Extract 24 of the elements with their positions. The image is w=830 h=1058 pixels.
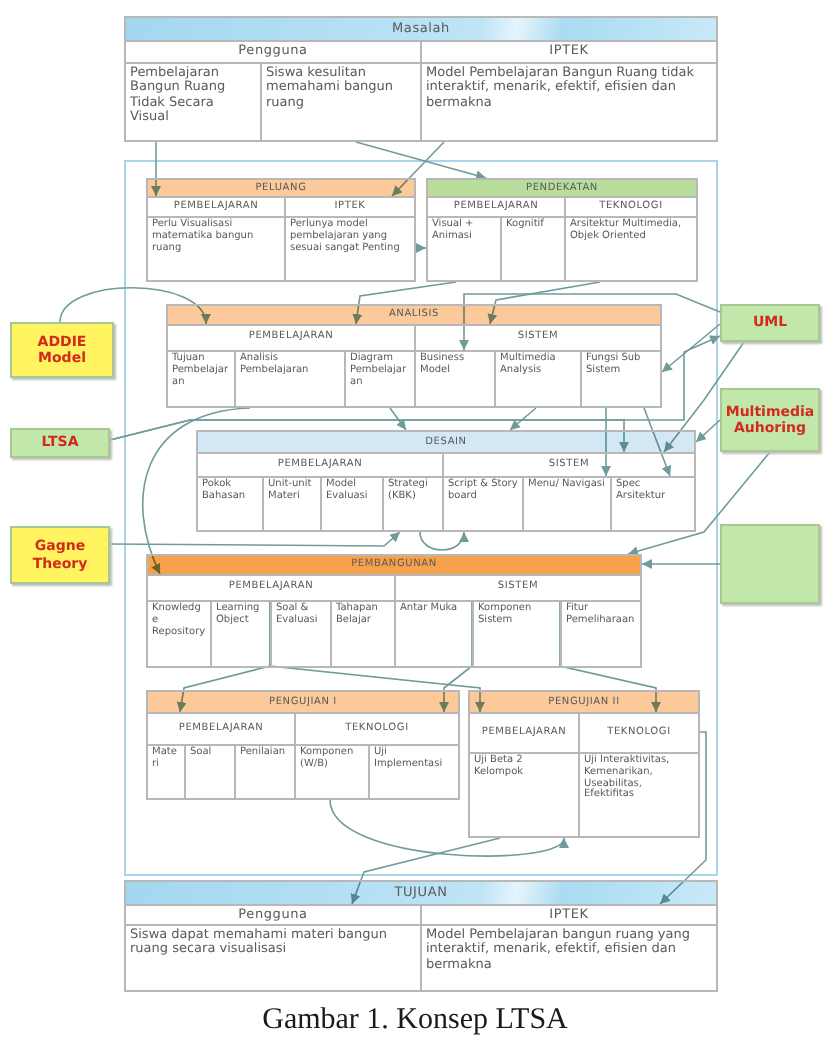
arrow (695, 419, 721, 443)
stage-table (426, 178, 698, 282)
stage-table (146, 690, 460, 800)
arrow (109, 335, 721, 441)
empty-panel (720, 524, 820, 604)
arrow (109, 531, 401, 547)
stage-table (146, 554, 642, 668)
figure-caption: Gambar 1. Konsep LTSA (260, 1004, 570, 1038)
arrow (419, 531, 468, 551)
stage-table (468, 690, 700, 838)
arrow (415, 243, 427, 253)
arrow (641, 559, 721, 569)
arrow (509, 407, 537, 431)
stage-table (166, 304, 662, 408)
stage-table (146, 178, 416, 282)
arrow (389, 407, 407, 431)
arrow (329, 799, 565, 857)
stage-table (196, 430, 696, 532)
stage-table (124, 880, 718, 992)
stage-table (124, 16, 718, 142)
arrow (627, 451, 771, 556)
arrow (459, 293, 721, 351)
arrow (355, 141, 487, 181)
arrow (661, 323, 721, 373)
